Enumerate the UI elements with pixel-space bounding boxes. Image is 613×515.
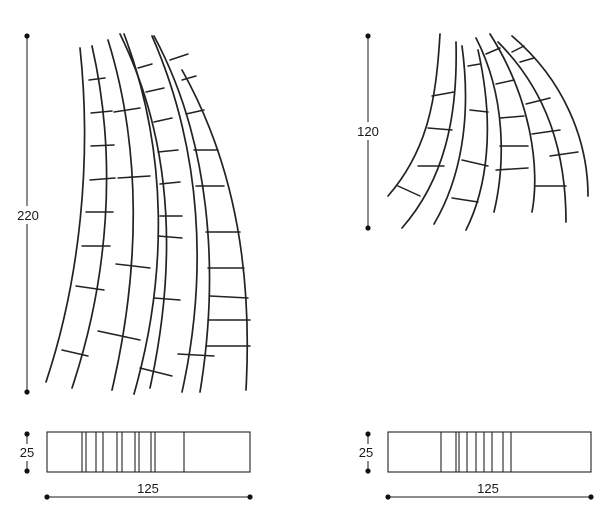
large-width-dimension: 125	[44, 481, 253, 500]
large-ladder-d-rail-outer	[153, 35, 211, 393]
large-height-label: 220	[17, 208, 39, 223]
small-width-dimension: 125	[385, 481, 594, 500]
large-ladder-b-rail-outer	[107, 39, 135, 391]
large-ladder-c-rungs	[137, 63, 183, 377]
large-height-dimension: 220	[14, 33, 42, 395]
small-depth-dimension: 25	[357, 431, 379, 474]
large-height-top-dot	[24, 33, 30, 39]
large-ladder-d-rungs	[169, 53, 251, 357]
small-height-dimension: 120	[354, 33, 382, 231]
large-unit-plan-view	[46, 431, 251, 473]
large-depth-label: 25	[20, 445, 34, 460]
small-ladder-d-rungs	[511, 45, 579, 187]
small-ladder-b-rail-inner	[465, 49, 489, 231]
small-depth-label: 25	[359, 445, 373, 460]
small-unit-front-view	[387, 33, 589, 231]
large-ladder-b-rungs	[97, 107, 151, 341]
small-ladder-d-rail-inner	[511, 35, 589, 197]
large-depth-dimension: 25	[16, 431, 38, 474]
small-ladder-b-rungs	[451, 63, 489, 203]
small-ladder-a-rungs	[397, 91, 455, 197]
small-ladder-b-rail-outer	[433, 45, 467, 225]
small-ladder-c-rungs	[485, 47, 529, 171]
large-ladder-c-rail-outer	[119, 33, 168, 389]
small-ladder-a-rail-outer	[387, 33, 441, 197]
small-ladder-c-rail-inner	[489, 33, 536, 213]
small-width-label: 125	[477, 481, 499, 496]
small-plan-outline	[387, 431, 592, 473]
large-ladder-a-rungs	[61, 77, 116, 357]
large-unit-front-view	[45, 33, 251, 395]
large-ladder-c-rail-inner	[151, 35, 198, 393]
small-ladder-c-rail-outer	[475, 37, 503, 213]
large-width-label: 125	[137, 481, 159, 496]
small-ladder-a-rail-inner	[401, 41, 458, 229]
large-height-bottom-dot	[24, 389, 30, 395]
small-height-label: 120	[357, 124, 379, 139]
small-ladder-d-rail-outer	[497, 41, 567, 223]
small-unit-plan-view	[387, 431, 592, 473]
large-ladder-a-rail-inner	[71, 45, 108, 389]
large-ladder-b-rail-inner	[123, 33, 160, 395]
large-plan-outline	[46, 431, 251, 473]
large-ladder-a-rail-outer	[45, 47, 86, 383]
